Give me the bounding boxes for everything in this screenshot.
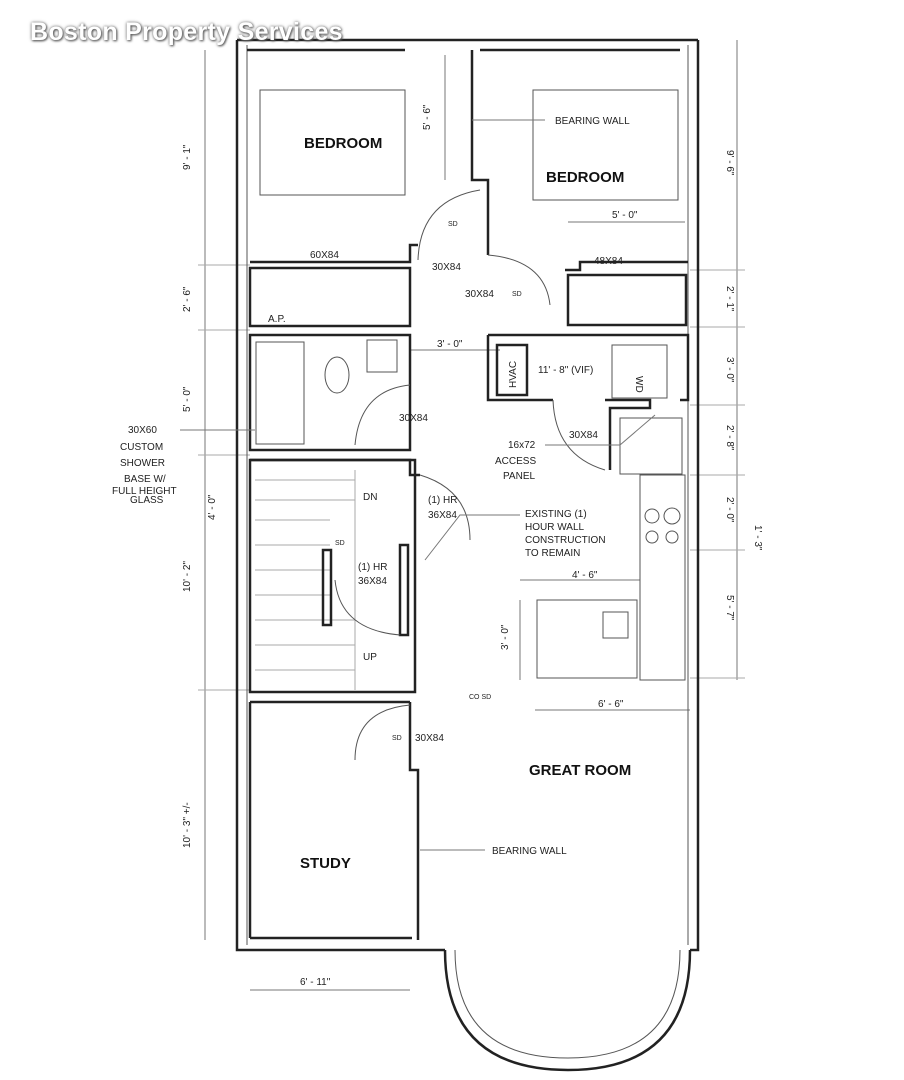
smoke-detector: SD — [392, 735, 402, 742]
bearing-wall-label: BEARING WALL — [555, 116, 630, 127]
ap-label: A.P. — [268, 314, 286, 325]
svg-text:6' - 6": 6' - 6" — [598, 699, 624, 710]
svg-text:2' - 6": 2' - 6" — [182, 286, 193, 312]
svg-text:6' - 11": 6' - 11" — [300, 977, 331, 988]
door-label: 30X84 — [399, 413, 428, 424]
svg-text:3' - 0": 3' - 0" — [724, 357, 735, 383]
room-label-study: STUDY — [300, 855, 351, 872]
svg-text:2' - 8": 2' - 8" — [724, 425, 735, 451]
vif-label: 11' - 8" (VIF) — [538, 365, 593, 376]
door-label: 30X84 — [415, 733, 444, 744]
watermark: Boston Property Services — [30, 18, 343, 46]
stairs-down-label: DN — [363, 492, 377, 503]
svg-text:10' - 2": 10' - 2" — [182, 561, 193, 592]
svg-text:4' - 6": 4' - 6" — [572, 570, 598, 581]
door-label: 60X84 — [310, 250, 339, 261]
svg-text:30X60: 30X60 — [128, 425, 157, 436]
svg-text:HOUR WALL: HOUR WALL — [525, 522, 585, 533]
svg-text:5' - 7": 5' - 7" — [724, 595, 735, 621]
door-label: 48X84 — [594, 256, 623, 267]
svg-text:1' - 3": 1' - 3" — [752, 525, 763, 551]
dimension-labels: 9' - 1" 2' - 6" 5' - 0" 4' - 0" 10' - 2"… — [182, 104, 763, 988]
smoke-detector: SD — [335, 540, 345, 547]
svg-text:9' - 1": 9' - 1" — [182, 144, 193, 170]
hvac-label: HVAC — [508, 361, 519, 388]
svg-text:(1) HR: (1) HR — [428, 495, 457, 506]
room-label-great-room: GREAT ROOM — [529, 762, 631, 779]
svg-text:4' - 0": 4' - 0" — [207, 494, 218, 520]
co-smoke-detector: CO SD — [469, 694, 491, 701]
svg-text:3' - 0": 3' - 0" — [437, 339, 463, 350]
svg-text:CUSTOM: CUSTOM — [120, 442, 163, 453]
bearing-wall-label: BEARING WALL — [492, 846, 567, 857]
smoke-detector: SD — [448, 221, 458, 228]
leader-lines — [180, 119, 656, 851]
svg-text:2' - 0": 2' - 0" — [724, 497, 735, 523]
svg-text:PANEL: PANEL — [503, 471, 535, 482]
svg-text:FULL HEIGHT: FULL HEIGHT — [112, 486, 177, 497]
svg-text:36X84: 36X84 — [428, 510, 457, 521]
door-label: 30X84 — [569, 430, 598, 441]
stair-treads — [255, 470, 356, 690]
svg-text:5' - 0": 5' - 0" — [182, 386, 193, 412]
svg-text:16x72: 16x72 — [508, 440, 536, 451]
door-swings — [334, 189, 606, 761]
svg-text:10' - 3" +/-: 10' - 3" +/- — [182, 802, 193, 848]
smoke-detector: SD — [512, 291, 522, 298]
svg-text:SHOWER: SHOWER — [120, 458, 165, 469]
walls — [235, 38, 700, 1072]
room-label-bedroom: BEDROOM — [546, 169, 624, 186]
door-label: 30X84 — [432, 262, 461, 273]
svg-text:EXISTING (1): EXISTING (1) — [525, 509, 587, 520]
annotations: BEARING WALL BEARING WALL 60X84 48X84 30… — [112, 116, 644, 857]
svg-text:(1) HR: (1) HR — [358, 562, 387, 573]
room-label-bedroom: BEDROOM — [304, 135, 382, 152]
door-label: 30X84 — [465, 289, 494, 300]
dimension-lines — [198, 40, 745, 991]
svg-text:2' - 1": 2' - 1" — [724, 286, 735, 312]
svg-text:TO REMAIN: TO REMAIN — [525, 548, 580, 559]
svg-text:GLASS: GLASS — [130, 495, 164, 506]
svg-text:BASE W/: BASE W/ — [124, 474, 166, 485]
svg-text:36X84: 36X84 — [358, 576, 387, 587]
svg-text:CONSTRUCTION: CONSTRUCTION — [525, 535, 606, 546]
svg-text:5' - 6": 5' - 6" — [422, 104, 433, 130]
wd-label: WD — [633, 376, 644, 393]
svg-text:ACCESS: ACCESS — [495, 456, 536, 467]
svg-text:5' - 0": 5' - 0" — [612, 210, 638, 221]
svg-text:3' - 0": 3' - 0" — [500, 624, 511, 650]
svg-text:9' - 6": 9' - 6" — [724, 150, 735, 176]
stairs-up-label: UP — [363, 652, 377, 663]
